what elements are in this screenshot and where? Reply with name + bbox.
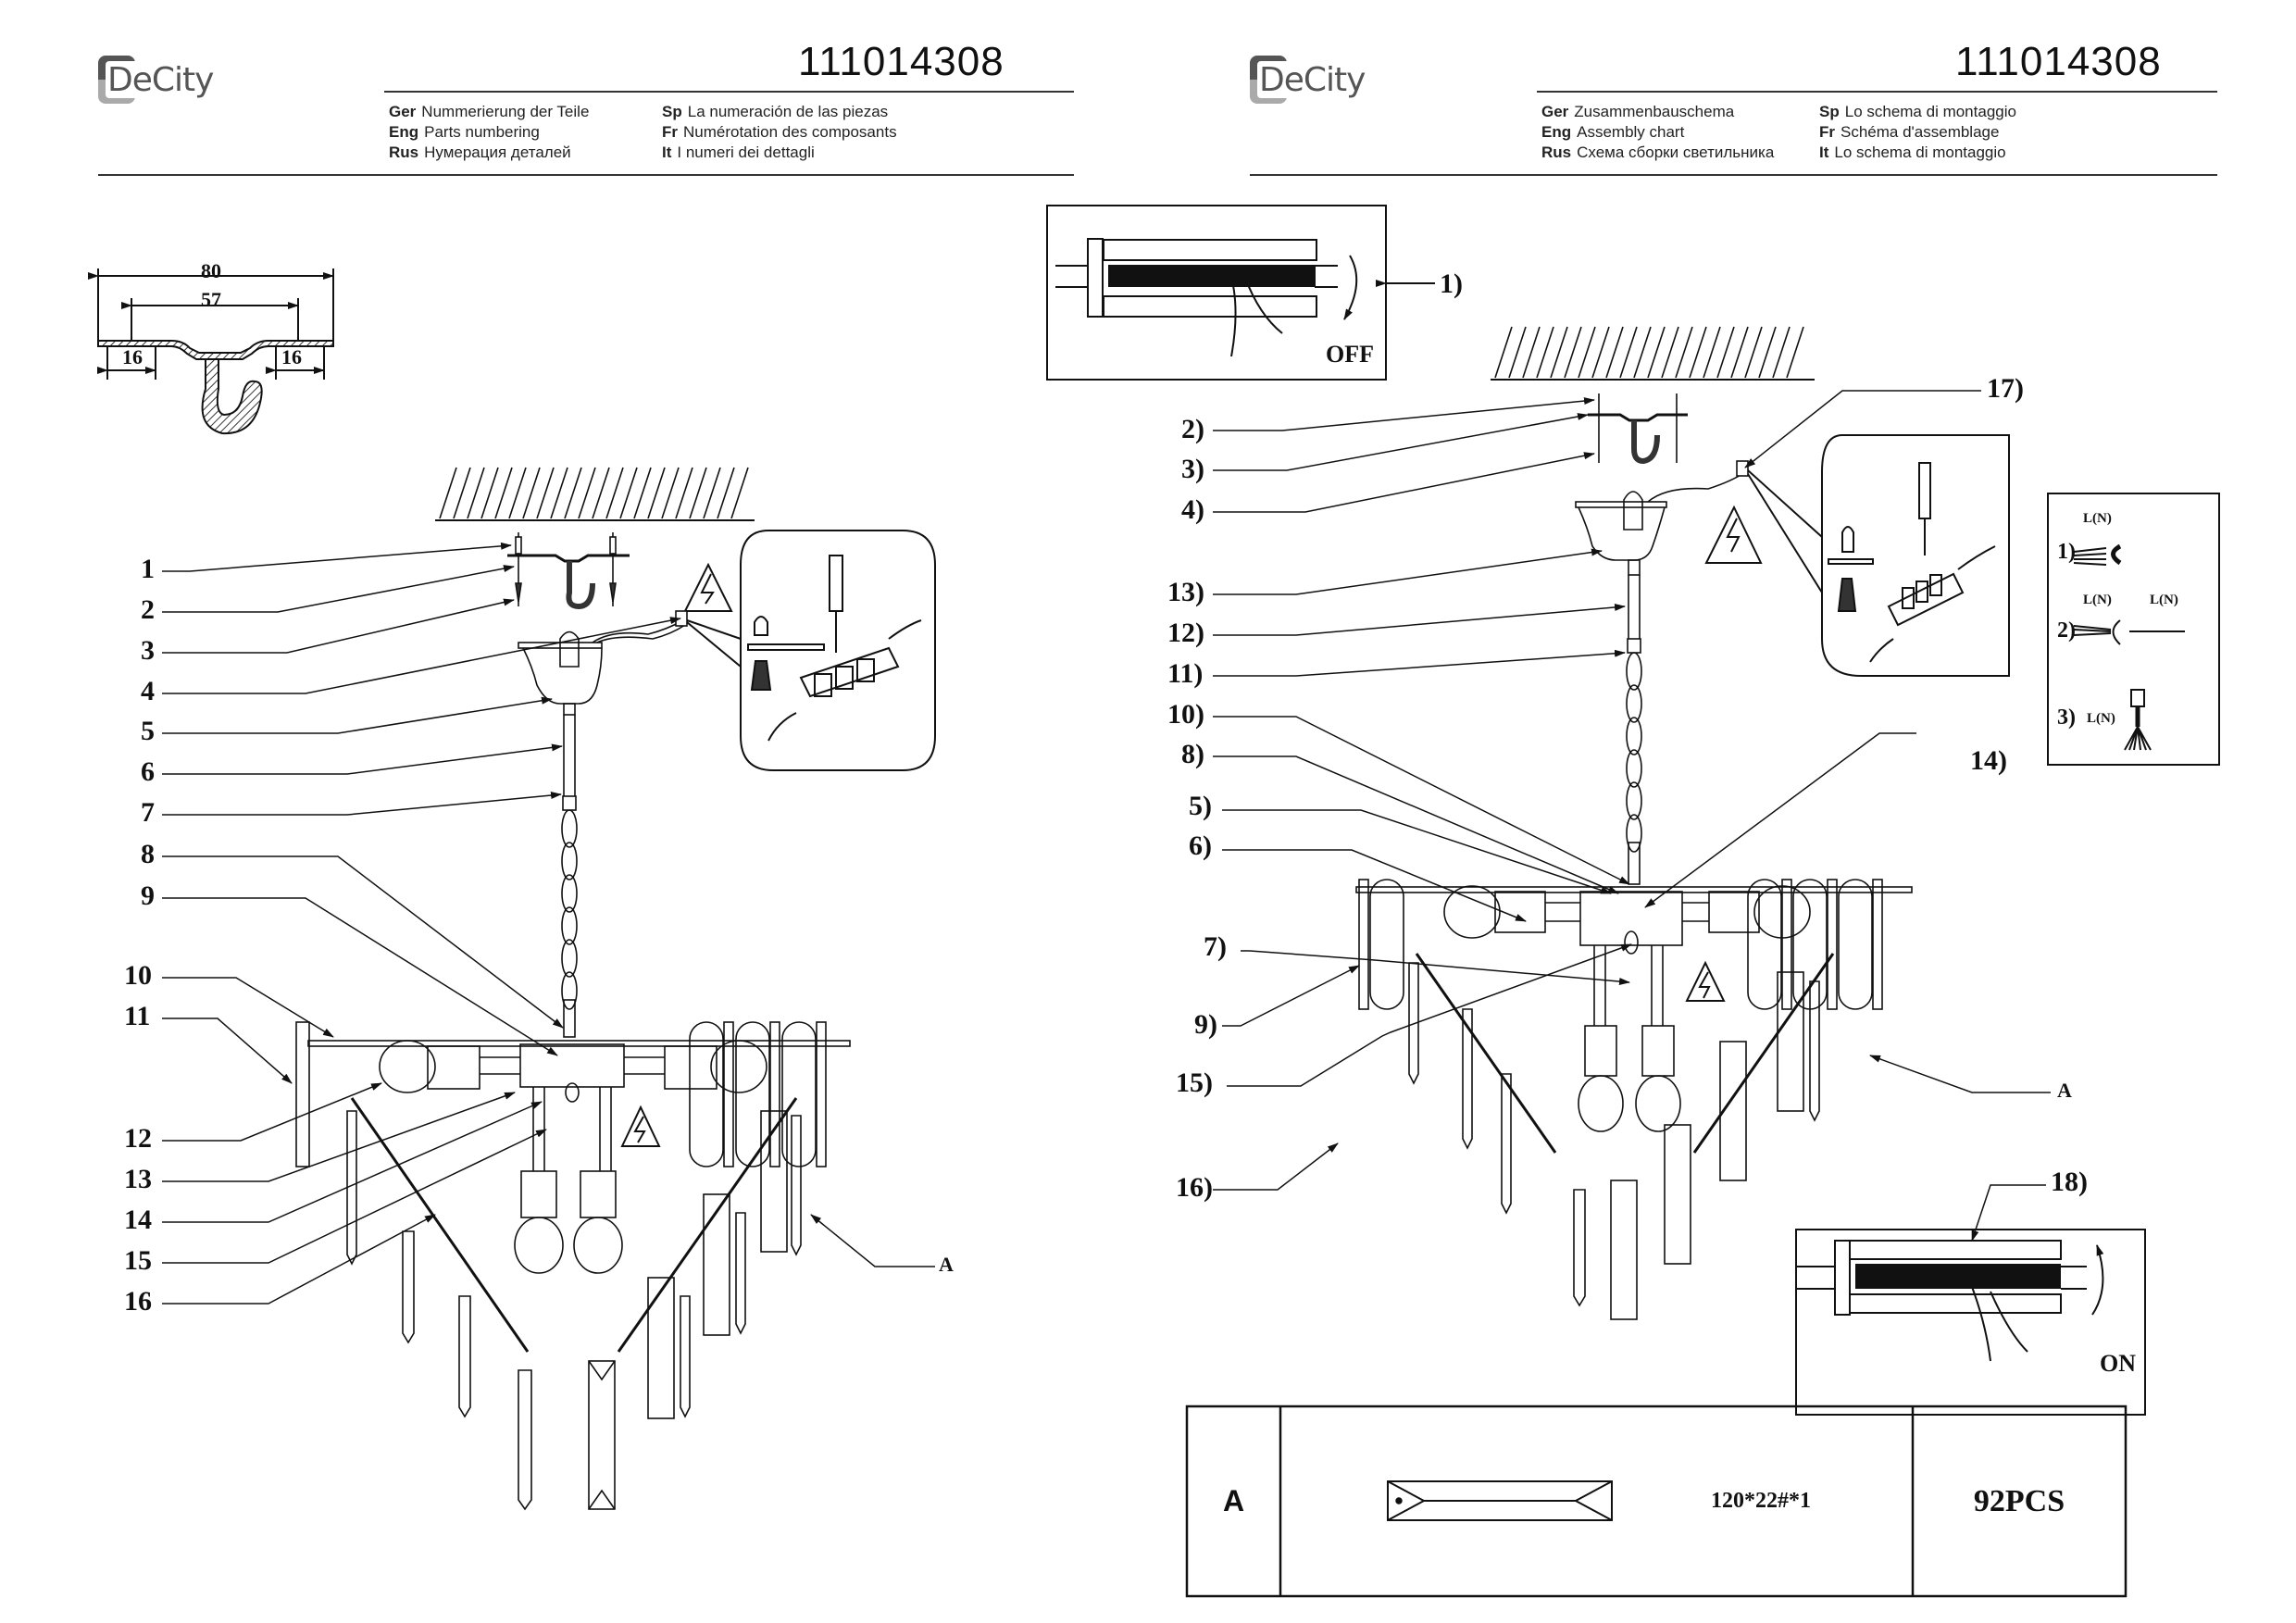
part-label-7: 7 — [141, 797, 155, 828]
wire-step-2-label: L(N) — [2083, 593, 2112, 607]
article-number-right: 111014308 — [1955, 39, 2162, 84]
right-leader-lines — [1213, 390, 2051, 1242]
dim-overall: 80 — [201, 259, 221, 282]
step-label-14: 14) — [1970, 745, 2007, 776]
step-label-12: 12) — [1167, 618, 1204, 648]
part-id-cell: A — [1222, 1484, 1245, 1517]
header-rule-top-left — [384, 91, 1074, 93]
part-label-8: 8 — [141, 839, 155, 869]
left-terminal-detail — [686, 530, 936, 771]
brand-logo-left: DeCity — [98, 56, 214, 104]
left-leader-lines — [162, 542, 935, 1305]
crystal-spec-cell: 120*22#*1 — [1711, 1489, 1811, 1513]
part-label-14: 14 — [124, 1205, 152, 1235]
part-label-1: 1 — [141, 554, 155, 584]
wire-step-2-label-right: L(N) — [2150, 593, 2178, 607]
header-rule-bottom-left — [98, 174, 1074, 176]
article-number-left: 111014308 — [798, 39, 1004, 84]
crystal-label-a-left: A — [939, 1253, 954, 1276]
right-chandelier-drawing — [1355, 326, 1913, 1320]
step-label-13: 13) — [1167, 577, 1204, 607]
part-label-11: 11 — [124, 1001, 151, 1031]
quantity-cell-wrap: 92PCS — [1913, 1406, 2126, 1596]
left-chandelier-drawing — [295, 467, 851, 1511]
crystal-prism-icon — [1388, 1481, 1612, 1520]
step-label-1: 1) — [1440, 268, 1463, 299]
wire-step-3-label: L(N) — [2087, 711, 2115, 726]
part-label-3: 3 — [141, 635, 155, 666]
wire-connection-box — [2047, 493, 2220, 766]
dim-right-tab: 16 — [281, 345, 302, 368]
logo-mark — [1250, 56, 1287, 104]
dim-left-tab: 16 — [122, 345, 143, 368]
hook-dimension-drawing — [88, 268, 334, 435]
step-label-16: 16) — [1176, 1172, 1213, 1203]
header-rule-bottom-right — [1250, 174, 2217, 176]
parts-table-frame — [1185, 1405, 2128, 1598]
part-label-5: 5 — [141, 716, 155, 746]
part-label-10: 10 — [124, 960, 152, 991]
wire-step-2-number: 2) — [2057, 618, 2076, 643]
crystal-label-a-right: A — [2057, 1079, 2072, 1102]
step-label-2: 2) — [1181, 414, 1204, 444]
breaker-off-panel — [1046, 205, 1435, 381]
off-label: OFF — [1326, 341, 1374, 368]
part-label-13: 13 — [124, 1164, 152, 1194]
part-label-2: 2 — [141, 594, 155, 625]
step-label-9: 9) — [1194, 1009, 1217, 1040]
ceiling-hatch — [435, 467, 755, 521]
part-label-12: 12 — [124, 1123, 152, 1154]
wire-step-1-label: L(N) — [2083, 511, 2112, 526]
part-label-9: 9 — [141, 880, 155, 911]
right-terminal-detail — [1747, 434, 2010, 677]
parts-table-row: A — [1187, 1406, 1280, 1596]
header-rule-top-right — [1537, 91, 2217, 93]
step-label-3: 3) — [1181, 454, 1204, 484]
part-label-6: 6 — [141, 756, 155, 787]
part-label-15: 15 — [124, 1245, 152, 1276]
step-label-7: 7) — [1204, 931, 1227, 962]
part-label-16: 16 — [124, 1286, 152, 1317]
logo-text: DeCity — [1259, 60, 1366, 99]
step-label-17: 17) — [1987, 373, 2024, 404]
on-label: ON — [2100, 1350, 2136, 1377]
wire-step-3-number: 3) — [2057, 705, 2076, 730]
step-label-6: 6) — [1189, 830, 1212, 861]
step-label-15: 15) — [1176, 1067, 1213, 1098]
step-label-4: 4) — [1181, 494, 1204, 525]
step-label-10: 10) — [1167, 699, 1204, 730]
step-label-18: 18) — [2051, 1167, 2088, 1197]
wire-step-1-number: 1) — [2057, 540, 2076, 564]
brand-logo-right: DeCity — [1250, 56, 1366, 104]
step-label-8: 8) — [1181, 739, 1204, 769]
step-label-5: 5) — [1189, 791, 1212, 821]
logo-text: DeCity — [107, 60, 214, 99]
breaker-on-panel — [1795, 1229, 2146, 1416]
ceiling-hatch — [1491, 326, 1815, 381]
logo-mark — [98, 56, 135, 104]
step-label-11: 11) — [1167, 658, 1204, 689]
dim-inner: 57 — [201, 288, 221, 311]
part-label-4: 4 — [141, 676, 155, 706]
quantity-cell: 92PCS — [1973, 1483, 2065, 1518]
